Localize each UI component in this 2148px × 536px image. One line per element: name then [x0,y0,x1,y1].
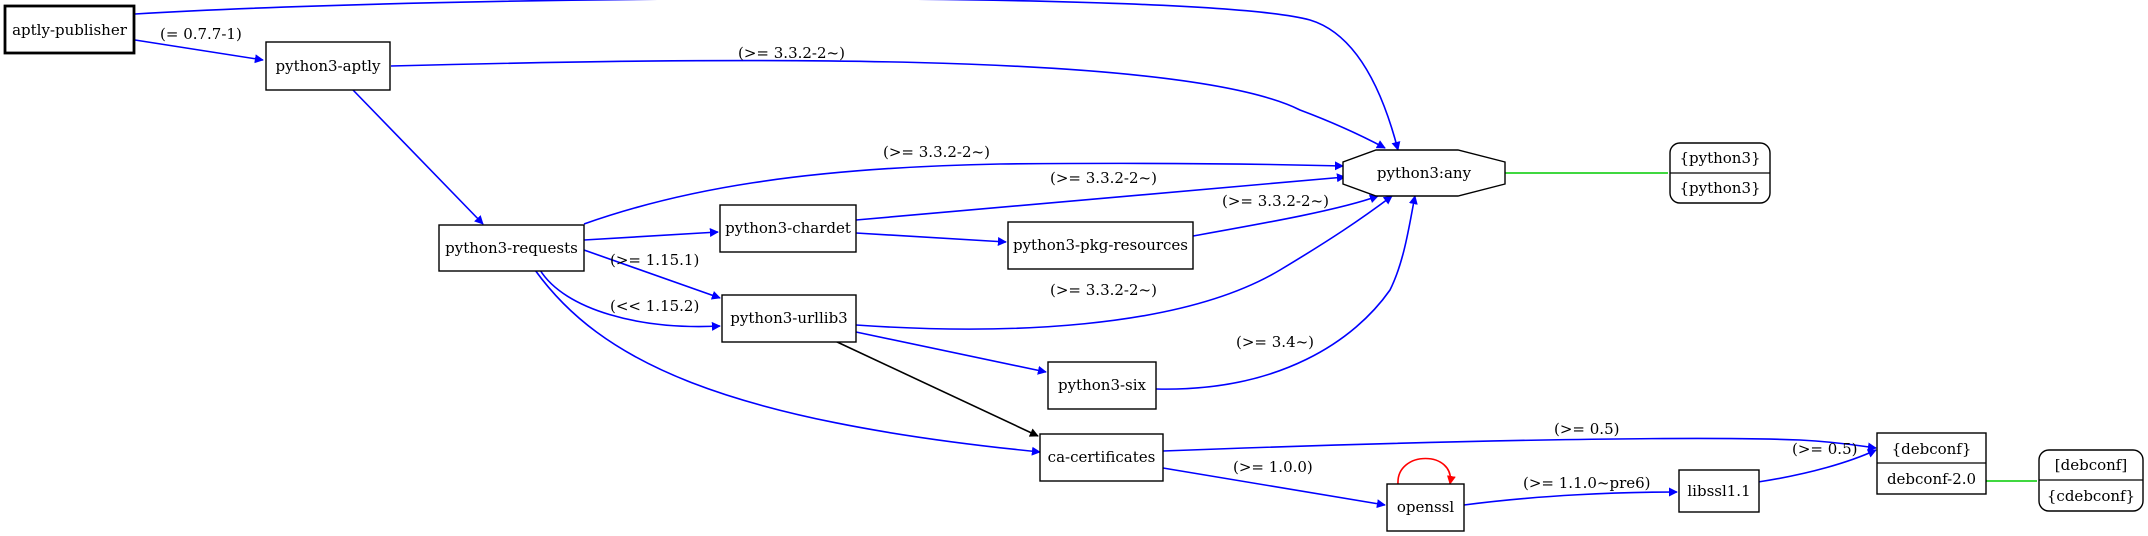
edge-label-urllib3-any: (>= 3.3.2-2~) [1050,281,1157,299]
node-label: python3-aptly [276,57,381,75]
edges [134,0,2037,509]
edge-chardet-to-pkg [855,232,1007,247]
edge-requests-to-urllib3-max [539,269,721,331]
node-aptly-publisher[interactable]: aptly-publisher [3,4,136,55]
node-python3-pkg-resources[interactable]: python3-pkg-resources [1007,221,1194,270]
node-python3-requests[interactable]: python3-requests [438,224,585,272]
edge-label-chardet-any: (>= 3.3.2-2~) [1050,169,1157,187]
edge-requests-to-ca [534,269,1041,456]
edge-six-to-any [1155,195,1418,390]
edge-ca-to-debconf [1162,437,1877,452]
edge-requests-to-any [583,161,1344,225]
edge-openssl-to-libssl [1463,487,1678,506]
edge-requests-to-chardet [583,227,719,241]
node-python3-chardet[interactable]: python3-chardet [719,204,857,253]
edge-aptly-to-any [390,59,1386,149]
edge-label-ca-debconf: (>= 0.5) [1554,420,1619,438]
record-field-2: {python3} [1679,179,1760,197]
node-label: python3-requests [445,239,578,257]
record-field-2: debconf-2.0 [1887,470,1976,488]
node-python3-aptly[interactable]: python3-aptly [265,41,391,91]
edge-publisher-to-aptly [134,39,264,64]
node-label: ca-certificates [1048,448,1156,466]
node-label: python3:any [1377,164,1472,182]
node-label: openssl [1397,498,1455,516]
record-field-1: {debconf} [1892,440,1972,458]
edge-label-aptly-any: (>= 3.3.2-2~) [738,44,845,62]
node-ca-certificates[interactable]: ca-certificates [1039,433,1164,482]
node-libssl1-1[interactable]: libssl1.1 [1678,469,1760,513]
edge-label-pkg-any: (>= 3.3.2-2~) [1222,192,1329,210]
record-field-1: {python3} [1679,149,1760,167]
edge-chardet-to-any [855,173,1346,221]
node-python3-any[interactable]: python3:any [1342,149,1506,197]
node-python3-six[interactable]: python3-six [1047,361,1157,410]
node-label: libssl1.1 [1687,482,1750,500]
record-field-2: {cdebconf} [2047,487,2135,505]
node-label: python3-urllib3 [730,309,847,327]
edge-label-openssl-libssl: (>= 1.1.0~pre6) [1523,474,1651,492]
edge-requests-to-urllib3-min [583,249,721,300]
node-label: aptly-publisher [12,21,128,39]
edge-ca-to-openssl [1162,467,1386,509]
record-field-1: [debconf] [2055,456,2127,474]
edge-label-ca-openssl: (>= 1.0.0) [1233,458,1313,476]
edge-publisher-to-any [134,0,1401,151]
node-openssl[interactable]: openssl [1386,483,1465,532]
edge-urllib3-to-any [855,195,1393,330]
edge-openssl-self-loop [1397,457,1456,485]
edge-pkg-to-any [1192,194,1379,237]
edge-label-publisher-aptly: (= 0.7.7-1) [160,25,242,43]
node-label: python3-pkg-resources [1013,236,1188,254]
edge-urllib3-to-ca [834,340,1039,437]
node-python3-urllib3[interactable]: python3-urllib3 [721,294,857,343]
edge-libssl-to-debconf [1757,449,1877,483]
node-python3-record[interactable]: {python3} {python3} [1669,142,1771,204]
edge-label-six-any: (>= 3.4~) [1236,333,1314,351]
node-label: python3-chardet [725,219,851,237]
edge-labels: (= 0.7.7-1) (>= 3.3.2-2~) (>= 3.3.2-2~) … [160,25,1857,492]
node-cdebconf-record[interactable]: [debconf] {cdebconf} [2038,449,2144,512]
edge-urllib3-to-six [855,331,1047,375]
node-debconf-record[interactable]: {debconf} debconf-2.0 [1876,432,1987,495]
node-label: python3-six [1058,376,1147,394]
nodes: aptly-publisher python3-aptly python3-re… [3,4,2144,532]
edge-label-requests-urllib3-max: (<< 1.15.2) [610,297,699,315]
edge-label-libssl-debconf: (>= 0.5) [1792,440,1857,458]
edge-label-requests-urllib3-min: (>= 1.15.1) [610,251,699,269]
edge-label-requests-any: (>= 3.3.2-2~) [883,143,990,161]
edge-aptly-to-requests [352,89,484,225]
